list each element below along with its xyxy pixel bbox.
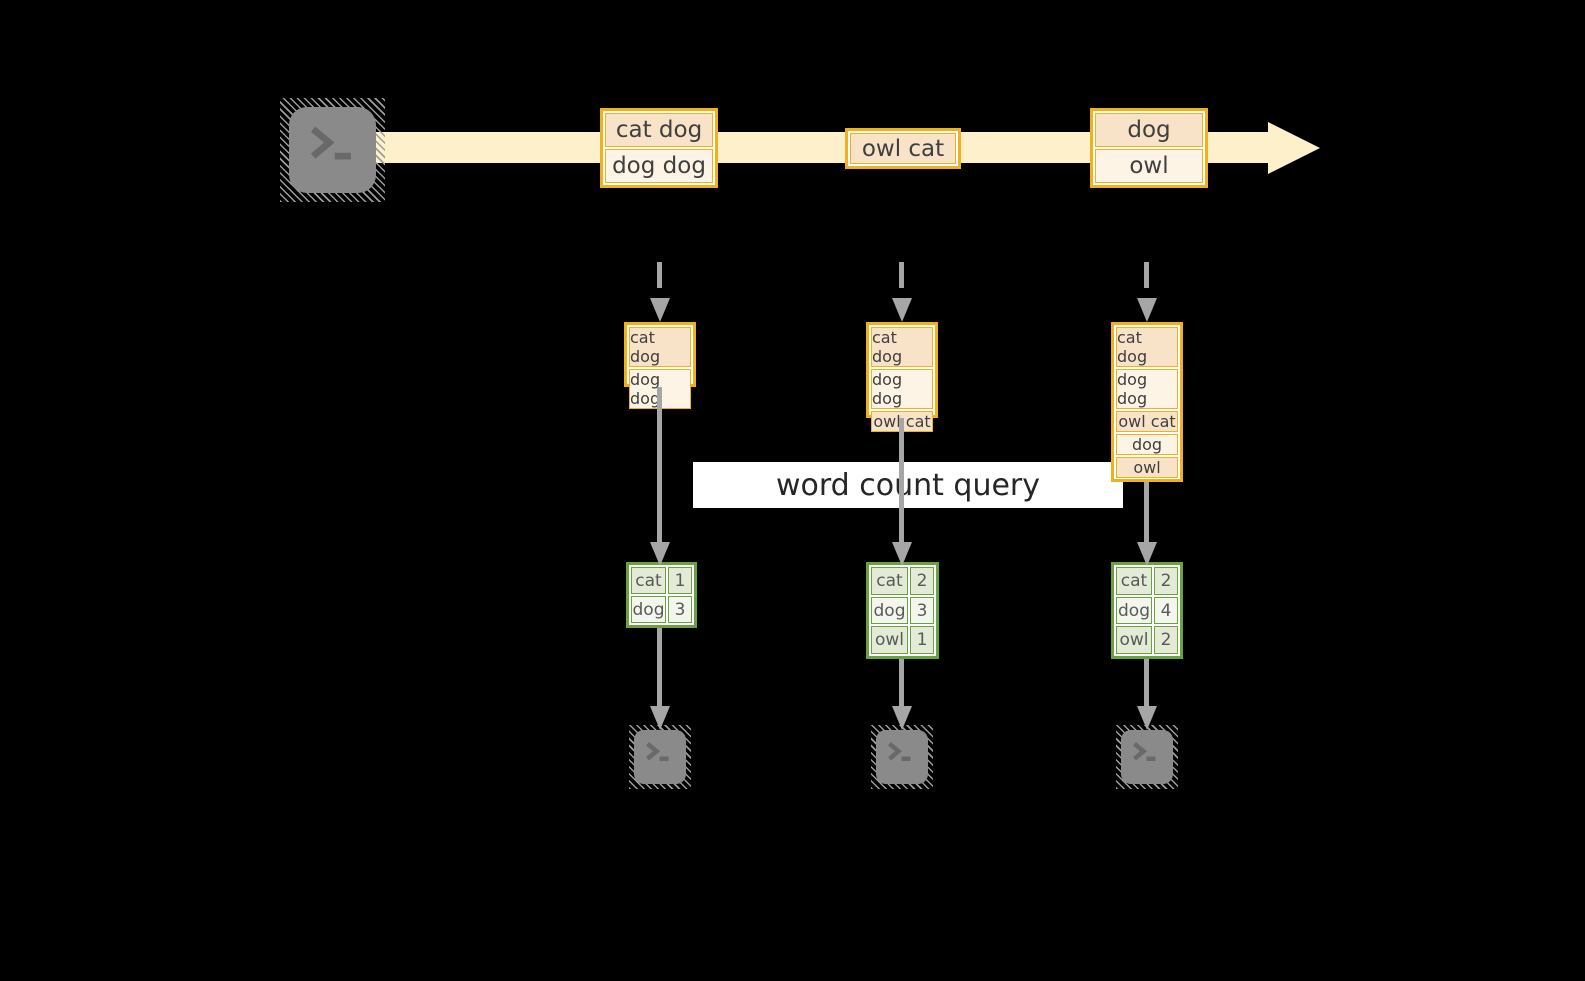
output-arrowhead-icon [1137,706,1157,730]
buffer-row: dog [1116,434,1178,455]
output-arrow [1144,659,1149,706]
prompt-glyph-icon [1133,741,1156,761]
buffer-row: owl cat [1116,411,1178,432]
stream-event: owl [1095,149,1203,183]
word-cell: dog [871,596,908,625]
count-cell: 3 [910,596,934,625]
ingest-arrow-dashed [899,262,904,296]
output-arrowhead-icon [650,706,670,730]
word-cell: dog [631,596,666,623]
table-row: dog 3 [631,596,692,623]
word-cell: cat [871,567,908,595]
ingest-arrowhead-icon [892,298,912,322]
query-arrowhead-icon [1137,542,1157,566]
query-arrow [1144,482,1149,542]
table-row: cat 2 [871,567,934,595]
sink-terminal-icon [629,725,691,789]
query-arrow [657,387,662,542]
count-cell: 1 [668,567,692,594]
terminal-screen [634,730,686,784]
stream-event-batch-2: owl cat [845,128,961,169]
source-terminal-icon [280,98,385,202]
buffer-row: dog dog [871,369,933,409]
stream-event: cat dog [605,113,713,147]
input-buffer-2: cat dog dog dog owl cat [866,322,938,432]
ingest-arrow-dashed [1144,262,1149,296]
buffer-row: cat dog [629,327,691,367]
prompt-glyph-icon [646,741,669,761]
terminal-screen [1121,730,1173,784]
buffer-row: cat dog [1116,327,1178,367]
query-arrowhead-icon [650,542,670,566]
stream-event-batch-3: dog owl [1090,108,1208,188]
count-cell: 2 [910,567,934,595]
count-cell: 1 [910,626,934,655]
count-cell: 2 [1154,626,1178,655]
sink-terminal-icon [1116,725,1178,789]
input-buffer-3: cat dog dog dog owl cat dog owl [1111,322,1183,482]
table-row: owl 1 [871,626,934,655]
word-cell: dog [1116,596,1152,625]
query-label: word count query [693,462,1123,508]
table-row: dog 3 [871,596,934,625]
word-cell: owl [871,626,908,655]
output-arrow [657,628,662,706]
terminal-screen [289,107,376,193]
count-cell: 3 [668,596,692,623]
prompt-glyph-icon [888,741,911,761]
prompt-glyph-icon [310,126,351,160]
stream-event: owl cat [850,133,956,164]
count-cell: 2 [1154,567,1178,595]
input-buffer-1: cat dog dog dog [624,322,696,409]
buffer-row: owl [1116,457,1178,478]
output-arrowhead-icon [892,706,912,730]
ingest-arrow-dashed [657,262,662,296]
word-count-table-3: cat 2 dog 4 owl 2 [1111,562,1183,659]
table-row: dog 4 [1116,596,1178,625]
table-row: owl 2 [1116,626,1178,655]
word-cell: owl [1116,626,1152,655]
stream-arrowhead-icon [1268,122,1320,174]
word-cell: cat [1116,567,1152,595]
query-arrow [899,418,904,542]
terminal-screen [876,730,928,784]
stream-event-batch-1: cat dog dog dog [600,108,718,188]
output-arrow [899,659,904,706]
stream-event: dog dog [605,149,713,183]
word-count-table-1: cat 1 dog 3 [626,562,697,628]
ingest-arrowhead-icon [650,298,670,322]
table-row: cat 1 [631,567,692,594]
ingest-arrowhead-icon [1137,298,1157,322]
query-arrowhead-icon [892,542,912,566]
word-cell: cat [631,567,666,594]
buffer-row: dog dog [1116,369,1178,409]
stream-event: dog [1095,113,1203,147]
buffer-row: cat dog [871,327,933,367]
sink-terminal-icon [871,725,933,789]
table-row: cat 2 [1116,567,1178,595]
word-count-table-2: cat 2 dog 3 owl 1 [866,562,939,659]
count-cell: 4 [1154,596,1178,625]
